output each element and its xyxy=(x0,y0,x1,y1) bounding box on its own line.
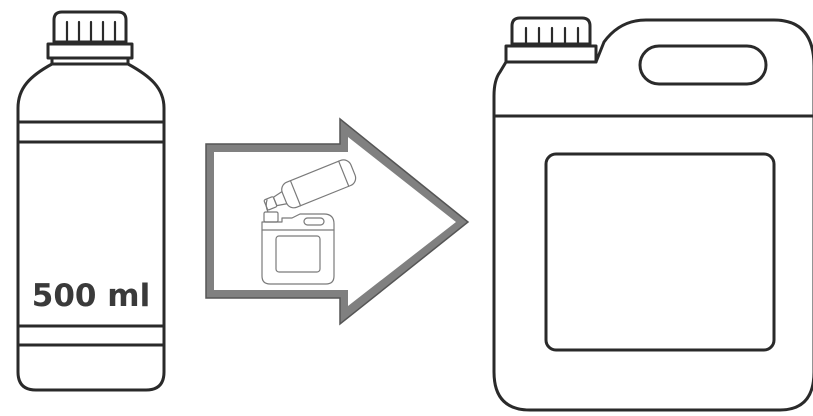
bottle-volume-label: 500 ml xyxy=(32,278,150,314)
canister-icon xyxy=(492,16,813,412)
bottle-icon: 500 ml xyxy=(16,10,166,392)
pour-bottle-into-canister-icon xyxy=(261,159,357,285)
right-arrow-icon xyxy=(205,117,470,326)
